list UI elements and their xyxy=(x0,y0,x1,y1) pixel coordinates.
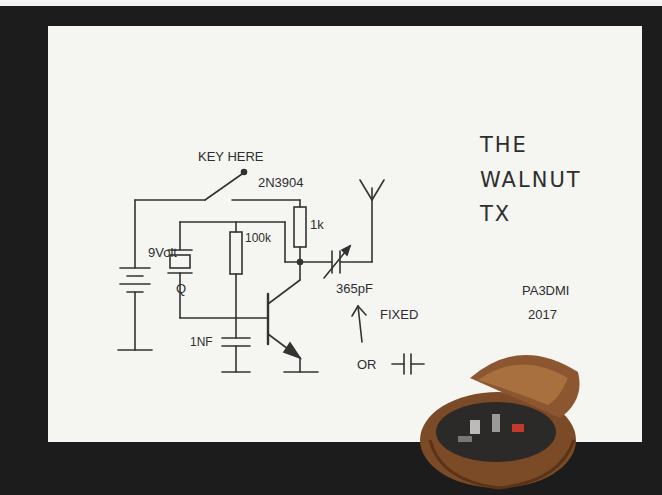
transistor-label: 2N3904 xyxy=(258,176,304,190)
resistor-label: 1k xyxy=(310,218,324,232)
top-strip xyxy=(0,0,662,6)
circuit-wires xyxy=(118,170,424,375)
battery-label: 9Volt xyxy=(148,246,177,260)
note-label: FIXED xyxy=(380,308,418,322)
title-text: THE WALNUT TX xyxy=(480,128,592,232)
author-label: PA3DMI xyxy=(522,284,569,298)
date-label: 2017 xyxy=(528,308,557,322)
paper-sheet xyxy=(48,26,642,442)
capacitor-label: 365pF xyxy=(336,282,373,296)
crystal-label: Q xyxy=(176,282,186,296)
capacitor-label: 1NF xyxy=(190,336,213,349)
note-label: OR xyxy=(357,358,377,372)
walnut-photo xyxy=(420,355,580,488)
key-label: KEY HERE xyxy=(198,150,264,164)
resistor-label: 100k xyxy=(245,232,271,245)
